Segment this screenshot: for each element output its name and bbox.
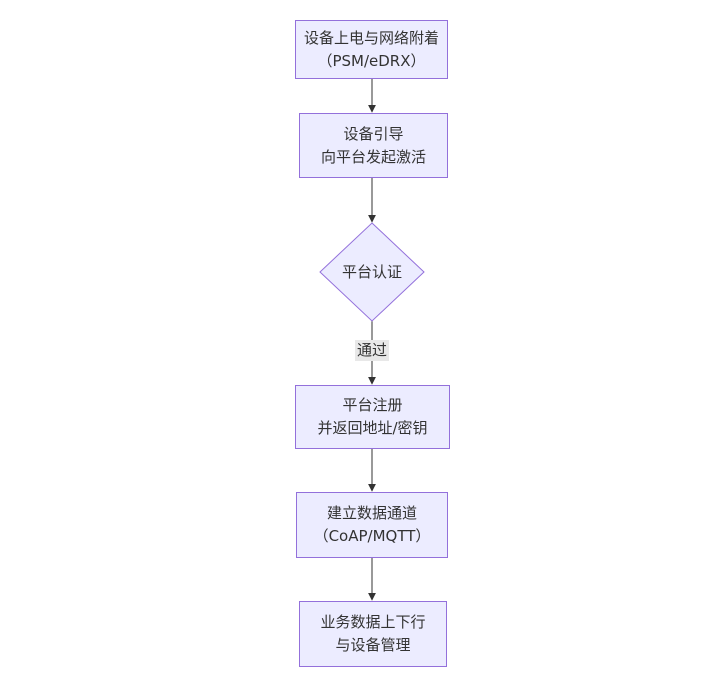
node-text-line: 与设备管理 <box>335 636 411 654</box>
node-power-network-attach: 设备上电与网络附着 （PSM/eDRX） <box>295 20 448 79</box>
node-text-line: 平台注册 <box>342 396 403 414</box>
decision-diamond-shape <box>319 222 425 322</box>
node-business-data: 业务数据上下行 与设备管理 <box>299 601 447 667</box>
node-text-line: 设备引导 <box>343 124 404 143</box>
node-text-line: 建立数据通道 <box>326 504 417 522</box>
node-data-channel: 建立数据通道 （CoAP/MQTT） <box>296 492 448 558</box>
node-text-line: （PSM/eDRX） <box>317 51 426 70</box>
node-text-line: 向平台发起激活 <box>320 147 426 166</box>
node-text-line: 设备上电与网络附着 <box>303 28 439 47</box>
node-platform-register: 平台注册 并返回地址/密钥 <box>295 385 450 449</box>
node-text-line: 业务数据上下行 <box>320 613 426 631</box>
node-text-line: （CoAP/MQTT） <box>313 527 431 545</box>
node-device-bootstrap: 设备引导 向平台发起激活 <box>299 113 448 178</box>
node-text-line: 并返回地址/密钥 <box>317 419 428 437</box>
node-platform-auth: 平台认证 <box>320 223 424 321</box>
node-text-line: 平台认证 <box>341 263 402 281</box>
edge-label-pass: 通过 <box>354 340 390 361</box>
